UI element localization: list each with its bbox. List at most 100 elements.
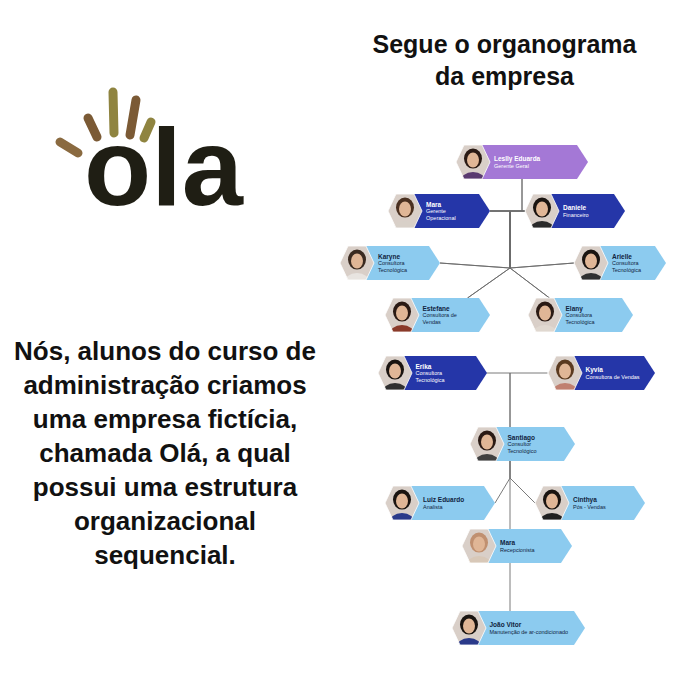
photo-hair (348, 250, 366, 270)
org-connector (522, 179, 525, 211)
photo-face (463, 618, 475, 633)
person-name: Santiago (508, 434, 561, 442)
person-photo (574, 246, 608, 293)
person-photo (548, 356, 582, 403)
intro-text: Nós, alunos do curso de administração cr… (4, 334, 326, 572)
photo-face (559, 363, 571, 378)
box-text: João VitorManutenção de ar-condicionado (490, 611, 571, 645)
person-photo (385, 298, 419, 345)
org-connector (490, 179, 522, 211)
box-text: KaryneConsultora Tecnológica (378, 246, 426, 280)
box-body (472, 611, 585, 645)
org-box: CinthyaPós - Vendas (535, 486, 645, 520)
person-photo (525, 194, 559, 241)
photo-frame (385, 298, 419, 332)
org-box: DanieleFinanceiro (525, 194, 625, 228)
photo-face (481, 434, 493, 449)
box-text: SantiagoConsultor Tecnológico (508, 427, 561, 461)
photo-shoulders (474, 454, 500, 474)
person-photo (462, 529, 496, 576)
photo-hair (582, 250, 600, 270)
photo-frame (378, 356, 412, 390)
box-text: ElanyConsultora Tecnológica (566, 298, 619, 332)
photo-shoulders (552, 383, 578, 403)
box-shape (452, 611, 585, 645)
person-name: Arielle (612, 253, 652, 261)
box-text: CinthyaPós - Vendas (573, 486, 631, 520)
photo-hair (396, 198, 414, 218)
person-photo (535, 486, 569, 533)
photo-shoulders (389, 325, 415, 345)
photo-shoulders (392, 221, 418, 241)
photo-face (396, 493, 408, 508)
box-text: ErikaConsultora Tecnológica (416, 356, 473, 390)
photo-face (473, 536, 485, 551)
photo-hair (460, 615, 478, 635)
box-text: KyviaConsultora de Vendas (586, 356, 641, 390)
photo-hair (470, 533, 488, 553)
job-title: Gerente Operacional (426, 208, 476, 221)
box-shape (548, 356, 655, 390)
photo-face (539, 305, 551, 320)
photo-hair (536, 302, 554, 322)
job-title: Consultora Tecnológica (612, 260, 652, 273)
photo-shoulders (460, 172, 486, 192)
photo-frame (340, 246, 374, 280)
photo-shoulders (456, 638, 482, 658)
person-photo (528, 298, 562, 345)
page-title: Segue o organograma da empresa (362, 28, 647, 92)
org-box: KaryneConsultora Tecnológica (340, 246, 440, 280)
person-name: Kyvia (586, 366, 641, 374)
person-name: Estefane (423, 305, 476, 313)
photo-hair (533, 198, 551, 218)
job-title: Consultora de Vendas (586, 374, 641, 381)
photo-face (396, 305, 408, 320)
person-photo (452, 611, 486, 658)
org-connector (510, 461, 511, 529)
photo-face (546, 493, 558, 508)
photo-face (536, 201, 548, 216)
person-name: Cinthya (573, 496, 631, 504)
org-connector (510, 563, 511, 611)
logo-ray (60, 142, 78, 153)
person-name: Luiz Eduardo (423, 496, 481, 504)
person-name: Leslly Eduarda (494, 155, 574, 163)
org-box: ArielleConsultora Tecnológica (574, 246, 666, 280)
box-text: Luiz EduardoAnalista (423, 486, 481, 520)
photo-face (467, 152, 479, 167)
org-connector (510, 373, 548, 427)
photo-face (389, 363, 401, 378)
photo-frame (574, 246, 608, 280)
box-body (476, 145, 588, 179)
box-text: MaraGerente Operacional (426, 194, 476, 228)
person-photo (378, 356, 412, 403)
photo-hair (543, 490, 561, 510)
box-text: ArielleConsultora Tecnológica (612, 246, 652, 280)
org-box: ErikaConsultora Tecnológica (378, 356, 487, 390)
org-box: EstefaneConsultora de Vendas (385, 298, 490, 332)
person-photo (385, 486, 419, 533)
org-connector (510, 461, 535, 503)
job-title: Consultora Tecnológica (566, 312, 619, 325)
person-photo (456, 145, 490, 192)
person-name: Daniele (563, 204, 611, 212)
photo-shoulders (529, 221, 555, 241)
photo-hair (386, 360, 404, 380)
org-connector (487, 373, 511, 427)
photo-hair (393, 490, 411, 510)
person-name: Karyne (378, 253, 426, 261)
person-name: Erika (416, 363, 473, 371)
photo-shoulders (578, 273, 604, 293)
photo-hair (464, 149, 482, 169)
org-box: MaraRecepcionista (462, 529, 572, 563)
org-connector (495, 461, 510, 503)
org-box: ElanyConsultora Tecnológica (528, 298, 633, 332)
person-name: João Vitor (490, 621, 571, 629)
box-shape (456, 145, 588, 179)
photo-frame (462, 529, 496, 563)
org-box: Luiz EduardoAnalista (385, 486, 495, 520)
photo-hair (478, 431, 496, 451)
job-title: Consultor Tecnológico (508, 441, 561, 454)
person-name: Elany (566, 305, 619, 313)
photo-frame (535, 486, 569, 520)
